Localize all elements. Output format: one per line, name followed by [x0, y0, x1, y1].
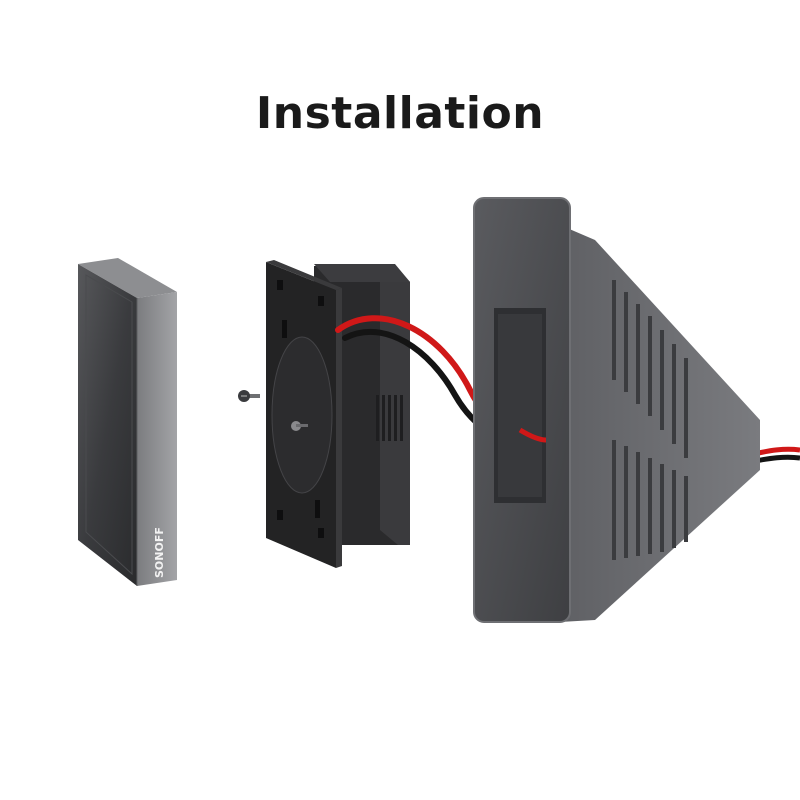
- wall-box: [473, 197, 760, 623]
- screw-icon: [238, 390, 260, 402]
- touch-panel: SONOFF: [78, 258, 177, 586]
- page-title: Installation: [255, 88, 545, 139]
- switch-module: [266, 260, 410, 568]
- sonoff-logo: SONOFF: [153, 527, 166, 578]
- brand-logo-text: SONOFF: [153, 527, 166, 578]
